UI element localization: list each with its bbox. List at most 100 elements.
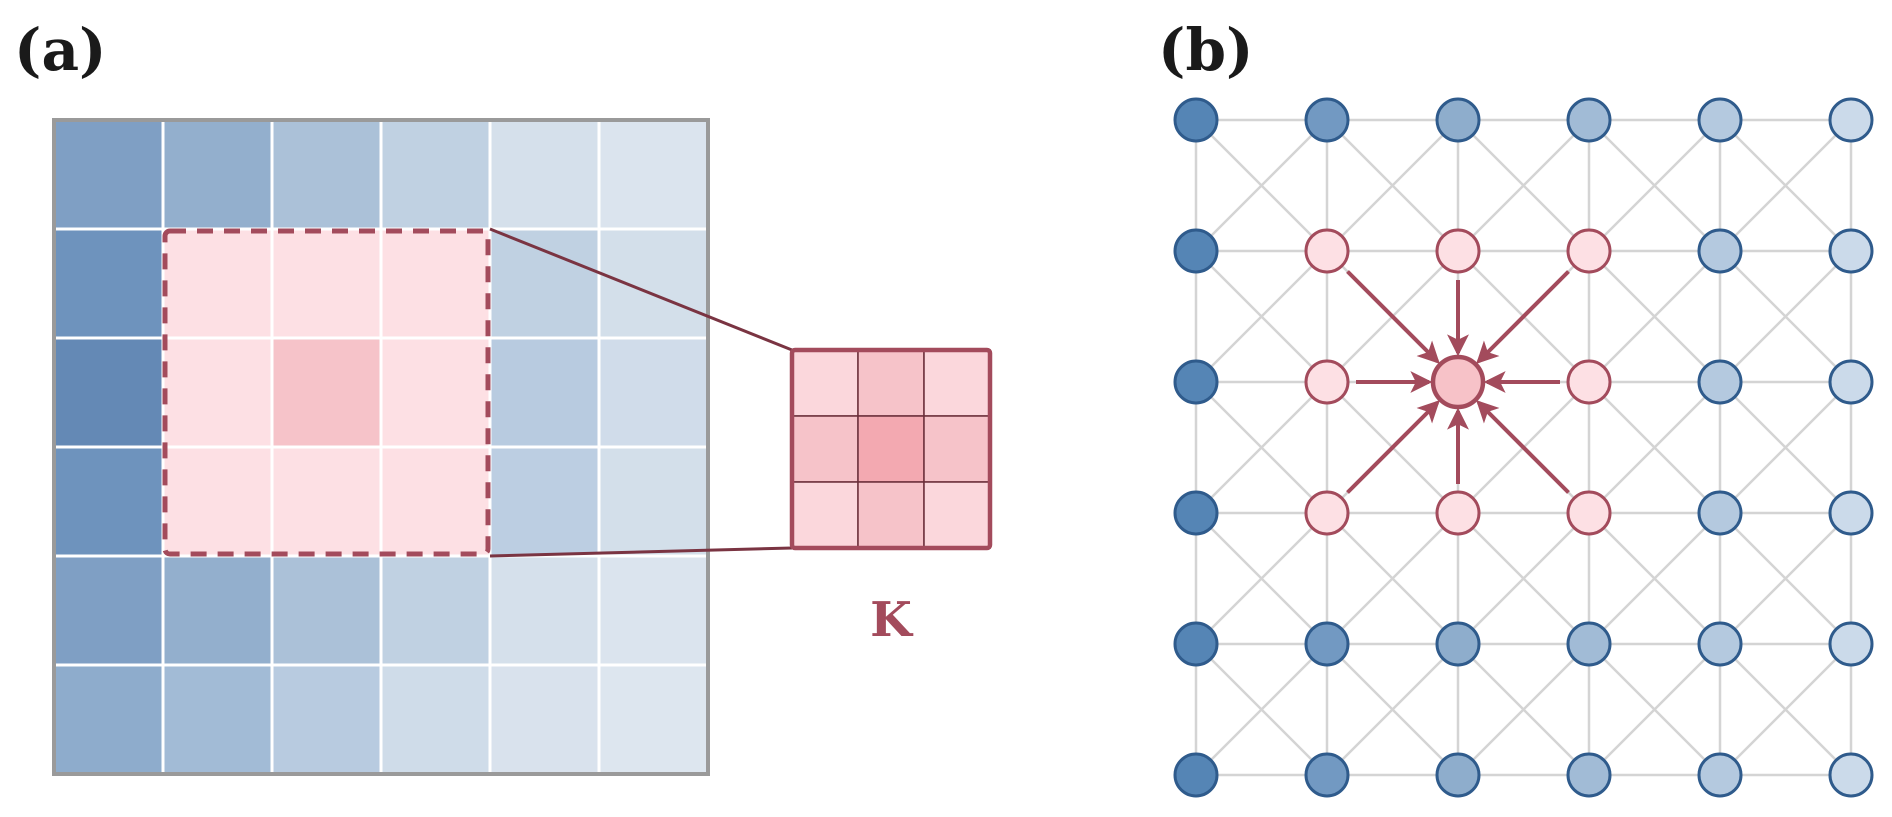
grid-cell: [381, 665, 490, 774]
grid-cell: [163, 229, 272, 338]
lattice-edge: [1588, 250, 1721, 383]
lattice-node: [1566, 752, 1612, 798]
neighbor-node: [1304, 228, 1350, 274]
grid-cell: [54, 447, 163, 556]
lattice-node: [1173, 97, 1219, 143]
grid-cell: [163, 338, 272, 447]
lattice-node: [1304, 621, 1350, 667]
lattice-edge: [1195, 643, 1328, 776]
lattice-node: [1828, 752, 1874, 798]
lattice-node: [1566, 621, 1612, 667]
lattice-edge: [1719, 250, 1852, 383]
message-arrow: [1346, 400, 1440, 494]
grid-cell: [54, 338, 163, 447]
center-node: [1430, 354, 1486, 410]
grid-cell: [163, 556, 272, 665]
kernel-label: K: [870, 592, 914, 648]
lattice-edge: [1457, 512, 1590, 645]
kernel-cell: [791, 349, 859, 417]
lattice-node: [1173, 490, 1219, 536]
grid-cell: [599, 120, 708, 229]
kernel-cell: [857, 481, 925, 549]
grid-border: [52, 118, 710, 776]
neighbor-node: [1304, 359, 1350, 405]
grid-cell: [490, 120, 599, 229]
neighbor-node: [1566, 490, 1612, 536]
grid-cell: [381, 447, 490, 556]
lattice-edge: [1326, 643, 1459, 776]
grid-cell: [490, 229, 599, 338]
lattice-node: [1697, 621, 1743, 667]
lattice-node: [1828, 228, 1874, 274]
lattice-node: [1304, 97, 1350, 143]
input-grid: [52, 118, 710, 776]
grid-cell: [54, 665, 163, 774]
grid-cell: [490, 556, 599, 665]
lattice-edge: [1588, 643, 1721, 776]
lattice-node: [1697, 359, 1743, 405]
lattice-edge: [1195, 250, 1328, 383]
lattice-edge: [1195, 381, 1328, 514]
lattice-edge: [1588, 119, 1721, 252]
grid-cell: [272, 556, 381, 665]
lattice-edge: [1326, 119, 1459, 252]
grid-cell: [599, 229, 708, 338]
grid-cell: [272, 120, 381, 229]
grid-cell: [272, 338, 381, 447]
kernel-cell: [923, 481, 991, 549]
grid-cell: [599, 665, 708, 774]
grid-cell: [381, 120, 490, 229]
lattice-node: [1304, 752, 1350, 798]
neighbor-node: [1435, 490, 1481, 536]
lattice-node: [1828, 97, 1874, 143]
grid-cell: [54, 556, 163, 665]
kernel-matrix: [789, 347, 993, 551]
lattice-node: [1697, 490, 1743, 536]
lattice-edge: [1719, 512, 1852, 645]
lattice-edge: [1326, 512, 1459, 645]
lattice-edge: [1457, 119, 1590, 252]
panel-b: (b): [1158, 16, 1874, 798]
grid-cell: [381, 338, 490, 447]
lattice-node: [1173, 228, 1219, 274]
grid-cell: [599, 338, 708, 447]
grid-cell: [272, 665, 381, 774]
kernel-cell: [857, 349, 925, 417]
grid-cell: [381, 556, 490, 665]
grid-cell: [272, 447, 381, 556]
grid-cell: [599, 447, 708, 556]
neighbor-node: [1435, 228, 1481, 274]
message-arrow: [1476, 270, 1570, 364]
grid-cell: [163, 447, 272, 556]
grid-cell: [490, 665, 599, 774]
lattice-edge: [1588, 512, 1721, 645]
kernel-border: [789, 347, 993, 551]
lattice-node: [1435, 752, 1481, 798]
lattice-edge: [1195, 512, 1328, 645]
lattice-node: [1697, 97, 1743, 143]
grid-cell: [599, 556, 708, 665]
kernel-cell: [791, 481, 859, 549]
panel-a: (a) K: [14, 16, 993, 776]
grid-cell: [490, 338, 599, 447]
grid-cell: [54, 229, 163, 338]
lattice-nodes: [1173, 97, 1874, 798]
message-arrow: [1346, 270, 1440, 364]
connector-line-bottom: [489, 546, 793, 558]
grid-cell: [490, 447, 599, 556]
kernel-cell: [923, 415, 991, 483]
panel-b-label: (b): [1158, 16, 1253, 84]
receptive-window: [162, 228, 491, 557]
lattice-node: [1828, 621, 1874, 667]
message-arrow: [1476, 400, 1570, 494]
grid-cell: [54, 120, 163, 229]
connector-line-top: [489, 227, 793, 352]
lattice-node: [1697, 752, 1743, 798]
lattice-edge: [1588, 381, 1721, 514]
message-arrows: [1346, 270, 1570, 494]
neighbor-node: [1566, 228, 1612, 274]
lattice-node: [1173, 359, 1219, 405]
lattice-edge: [1719, 381, 1852, 514]
lattice-node: [1697, 228, 1743, 274]
